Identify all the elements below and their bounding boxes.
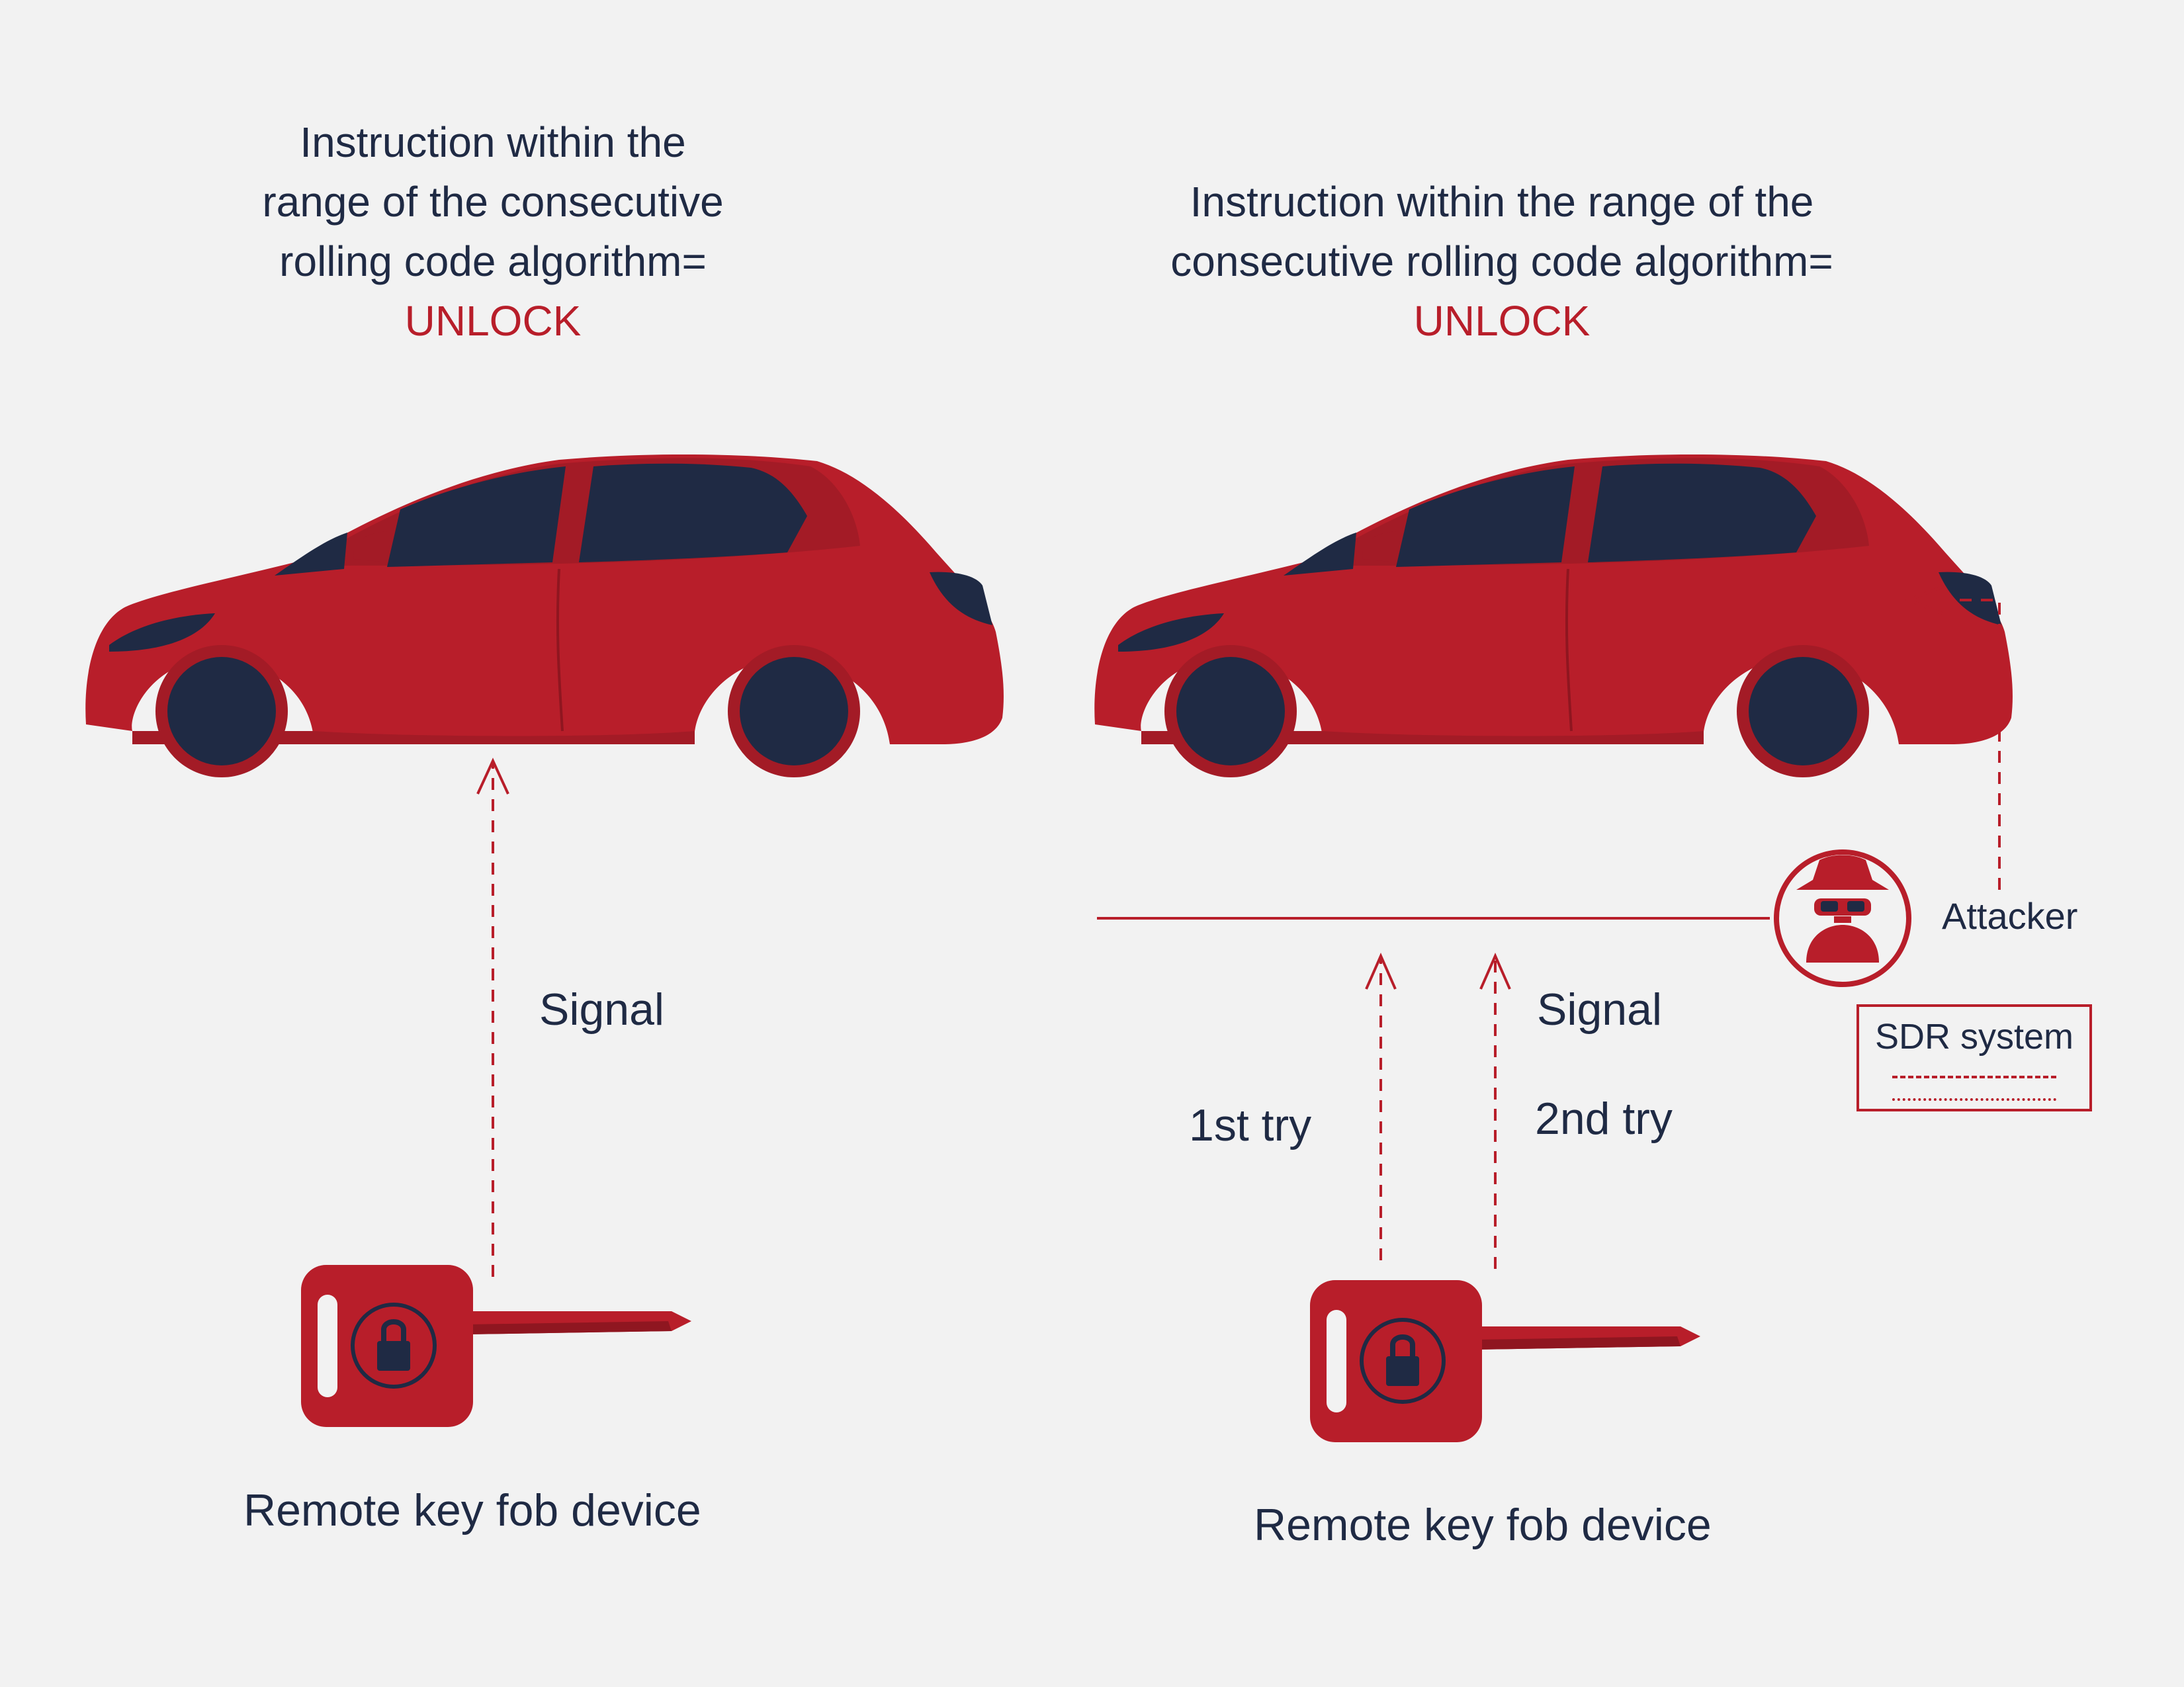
left-title: Instruction within the range of the cons… [162,112,824,351]
left-signal-label: Signal [539,984,665,1035]
left-title-line1: Instruction within the [300,118,686,166]
right-car-icon [1093,453,2014,779]
sdr-legend-title: SDR system [1874,1017,2074,1057]
first-try-arrowhead [1365,953,1397,990]
left-car-key-icon [301,1265,691,1427]
second-try-label: 2nd try [1535,1094,1673,1144]
attacker-spy-icon [1774,849,1911,987]
attacker-replay-path [1909,599,2001,890]
right-title: Instruction within the range of the cons… [1039,172,1965,351]
left-unlock-label: UNLOCK [404,297,582,345]
left-signal-arrowhead [476,757,509,795]
right-device-label: Remote key fob device [1254,1500,1712,1550]
attacker-label: Attacker [1942,895,2078,937]
attacker-replay-arrowhead [1905,585,1943,615]
left-car-icon [84,453,1005,779]
left-device-label: Remote key fob device [243,1485,701,1536]
sdr-legend-dotted-line [1892,1098,2056,1101]
right-title-line1: Instruction within the range of the [1190,178,1814,226]
sdr-legend-dashed-line [1892,1076,2056,1078]
left-title-line3: rolling code algorithm= [279,238,707,285]
left-title-line2: range of the consecutive [262,178,724,226]
right-signal-label: Signal [1537,984,1663,1035]
first-try-label: 1st try [1189,1100,1312,1150]
sdr-legend: SDR system [1856,1004,2092,1111]
right-car-key-icon [1310,1280,1700,1442]
second-try-arrowhead [1479,953,1511,990]
right-unlock-label: UNLOCK [1413,297,1591,345]
right-title-line2: consecutive rolling code algorithm= [1170,238,1833,285]
